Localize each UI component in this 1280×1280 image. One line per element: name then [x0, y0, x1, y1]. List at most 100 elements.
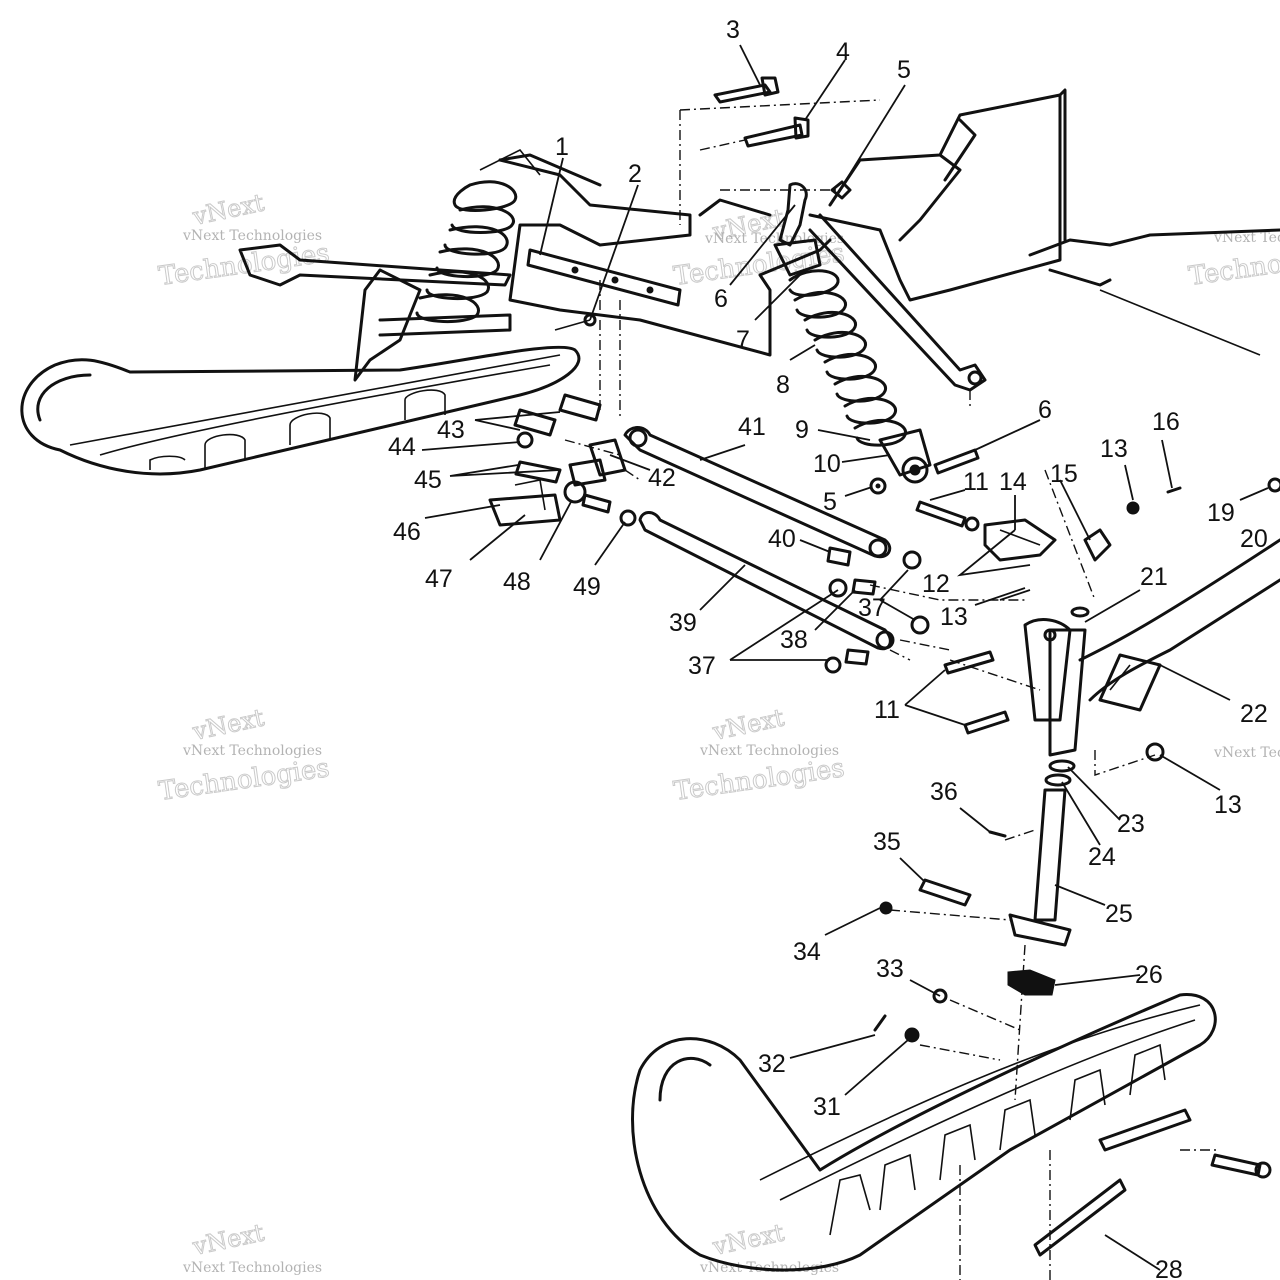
- part-6-bolt-lower: [933, 448, 980, 475]
- callout-7: 7: [736, 326, 750, 354]
- part-2-bolt: [554, 313, 597, 331]
- callout-19: 19: [1207, 499, 1235, 527]
- part-40-bushing: [826, 546, 852, 567]
- part-22-spindle-arm: [1078, 538, 1280, 712]
- callout-13-right: 13: [1214, 791, 1242, 819]
- part-41-radius-rod: [623, 426, 892, 559]
- part-bolt-bottom: [1210, 1153, 1272, 1179]
- chassis-bulkhead: [498, 88, 1280, 357]
- right-ski: [631, 993, 1217, 1272]
- leader-lines: [421, 44, 1269, 1271]
- watermark-brand-text: vNext: [189, 703, 267, 746]
- callout-34: 34: [793, 938, 821, 966]
- part-3-bolt: [713, 76, 780, 104]
- callout-labels: 1 2 3 4 5 6 7 8 6 9 10 5 11 14 15 13 16 …: [388, 16, 1268, 1280]
- callout-6: 6: [714, 285, 728, 313]
- callout-43: 43: [437, 416, 465, 444]
- part-46-bracket: [488, 479, 562, 527]
- watermark-line-text: vNext Technologies: [182, 1260, 322, 1276]
- part-15-plate: [1083, 528, 1112, 562]
- callout-2: 2: [628, 160, 642, 188]
- callout-13: 13: [1100, 435, 1128, 463]
- part-11-bolt-b: [963, 710, 1010, 735]
- callout-42: 42: [648, 464, 676, 492]
- callout-38: 38: [780, 626, 808, 654]
- watermark-line-text: vNext Technologies: [1213, 230, 1280, 246]
- callout-35: 35: [873, 828, 901, 856]
- watermark-1: vNext: [189, 188, 268, 232]
- callout-44: 44: [388, 433, 416, 461]
- watermark-line-text: vNext Technologies: [699, 743, 839, 759]
- callout-41: 41: [738, 413, 766, 441]
- watermark-line-text: vNext Technologies: [704, 231, 844, 247]
- callout-49: 49: [573, 573, 601, 601]
- part-11-bolt-upper: [915, 500, 980, 532]
- watermark-brand-text: vNext: [189, 1218, 267, 1261]
- part-37-nuts: [824, 550, 930, 674]
- callout-39: 39: [669, 609, 697, 637]
- part-28-wear-bar: [1033, 1108, 1192, 1257]
- part-39-radius-rod: [638, 511, 895, 651]
- watermark-word-text: Technologies: [157, 753, 332, 807]
- callout-5: 5: [897, 56, 911, 84]
- part-48-adjuster: [563, 480, 612, 514]
- callout-21: 21: [1140, 563, 1168, 591]
- callout-6-lower: 6: [1038, 396, 1052, 424]
- part-1-mounting-plate: [526, 248, 682, 307]
- callout-8: 8: [776, 371, 790, 399]
- part-34-nut: [879, 901, 893, 915]
- watermark-line-text: vNext Technologies: [182, 743, 322, 759]
- callout-1: 1: [555, 133, 569, 161]
- part-4-bolt: [743, 116, 810, 148]
- callout-23: 23: [1117, 810, 1145, 838]
- watermark-word-text: Technologies: [157, 238, 332, 292]
- callout-15: 15: [1050, 460, 1078, 488]
- shock-spring: [788, 269, 907, 447]
- callout-11-lower: 11: [874, 696, 900, 724]
- callout-20: 20: [1240, 525, 1268, 553]
- callout-37-lower: 37: [688, 652, 716, 680]
- callout-4: 4: [836, 38, 850, 66]
- callout-47: 47: [425, 565, 453, 593]
- part-36-grease: [988, 830, 1007, 838]
- callout-3: 3: [726, 16, 740, 44]
- left-ski: [20, 345, 581, 476]
- callout-36: 36: [930, 778, 958, 806]
- callout-26: 26: [1135, 961, 1163, 989]
- callout-13-middle: 13: [940, 603, 968, 631]
- part-43-bushings: [513, 393, 602, 437]
- part-5-nut-top: [830, 180, 852, 200]
- part-11-bolt-a: [943, 650, 995, 675]
- callout-33: 33: [876, 955, 904, 983]
- part-32-pin: [873, 1014, 887, 1032]
- part-13-nut-top: [1126, 501, 1140, 515]
- watermark-word-text: Technologies: [1187, 238, 1280, 292]
- part-31-nut: [904, 1027, 920, 1043]
- watermark-line-text: vNext Technologies: [182, 228, 322, 244]
- part-19-bolt: [1267, 477, 1280, 493]
- callout-45: 45: [414, 466, 442, 494]
- callout-14: 14: [999, 468, 1027, 496]
- part-23-washer: [1048, 759, 1076, 773]
- left-shock-assembly: [238, 148, 541, 382]
- part-5-nut-lower: [869, 477, 887, 495]
- part-45-spacers: [514, 460, 562, 484]
- part-49-nut: [619, 509, 637, 527]
- callout-24: 24: [1088, 843, 1116, 871]
- callout-22: 22: [1240, 700, 1268, 728]
- callout-25: 25: [1105, 900, 1133, 928]
- callout-11: 11: [963, 468, 989, 496]
- part-35-pin: [918, 878, 972, 907]
- callout-40: 40: [768, 525, 796, 553]
- watermark-line-text: vNext Technologies: [1213, 745, 1280, 761]
- callout-46: 46: [393, 518, 421, 546]
- part-24-washer: [1044, 773, 1072, 787]
- center-shock-absorber: [773, 182, 932, 484]
- watermark-brand-text: vNext: [189, 188, 267, 231]
- callout-37-upper: 37: [858, 594, 886, 622]
- watermark-brand-text: vNext: [709, 1218, 787, 1261]
- callout-28: 28: [1155, 1256, 1183, 1280]
- watermark-word-text: Technologies: [672, 753, 847, 807]
